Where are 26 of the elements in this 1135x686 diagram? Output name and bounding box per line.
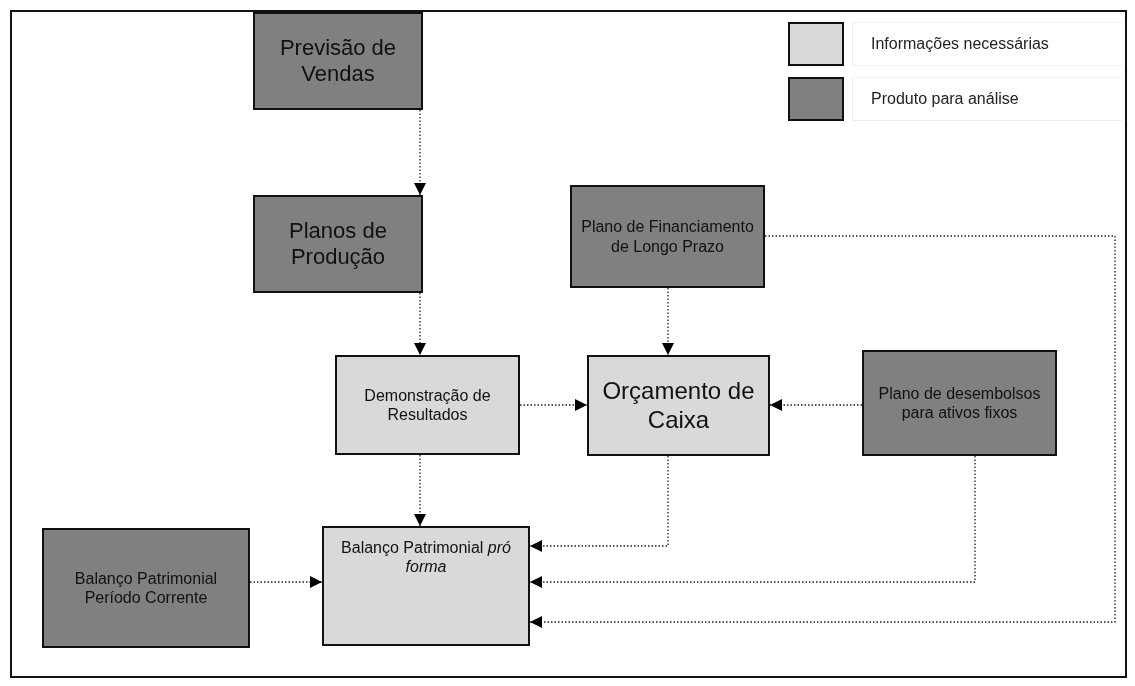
box-label: Plano de desembolsos para ativos fixos [877, 383, 1042, 423]
arrow [414, 292, 426, 356]
information-box [335, 355, 520, 455]
legend-label: Produto para análise [852, 77, 1122, 121]
arrow [769, 399, 863, 411]
arrow [662, 287, 674, 356]
box-label: Previsão de Vendas [278, 34, 398, 88]
box-label: Demonstração de Resultados [363, 385, 492, 425]
arrow [529, 455, 976, 588]
arrow [414, 454, 426, 527]
product-box [862, 350, 1057, 456]
product-box [42, 528, 250, 648]
box-label: Plano de Financiamento de Longo Prazo [580, 217, 755, 256]
product-box [570, 185, 765, 288]
product-box [253, 195, 423, 293]
box-label: Orçamento de Caixa [601, 376, 756, 435]
information-box [322, 526, 530, 646]
box-label: Planos de Produção [288, 217, 388, 271]
arrow [414, 109, 426, 196]
box-label: Balanço Patrimonial Período Corrente [73, 568, 219, 608]
arrow [529, 235, 1116, 628]
arrow [529, 455, 669, 552]
box-label: Balanço Patrimonial pró forma [340, 538, 512, 577]
information-box [587, 355, 770, 456]
product-box [253, 12, 423, 110]
legend-label: Informações necessárias [852, 22, 1122, 66]
